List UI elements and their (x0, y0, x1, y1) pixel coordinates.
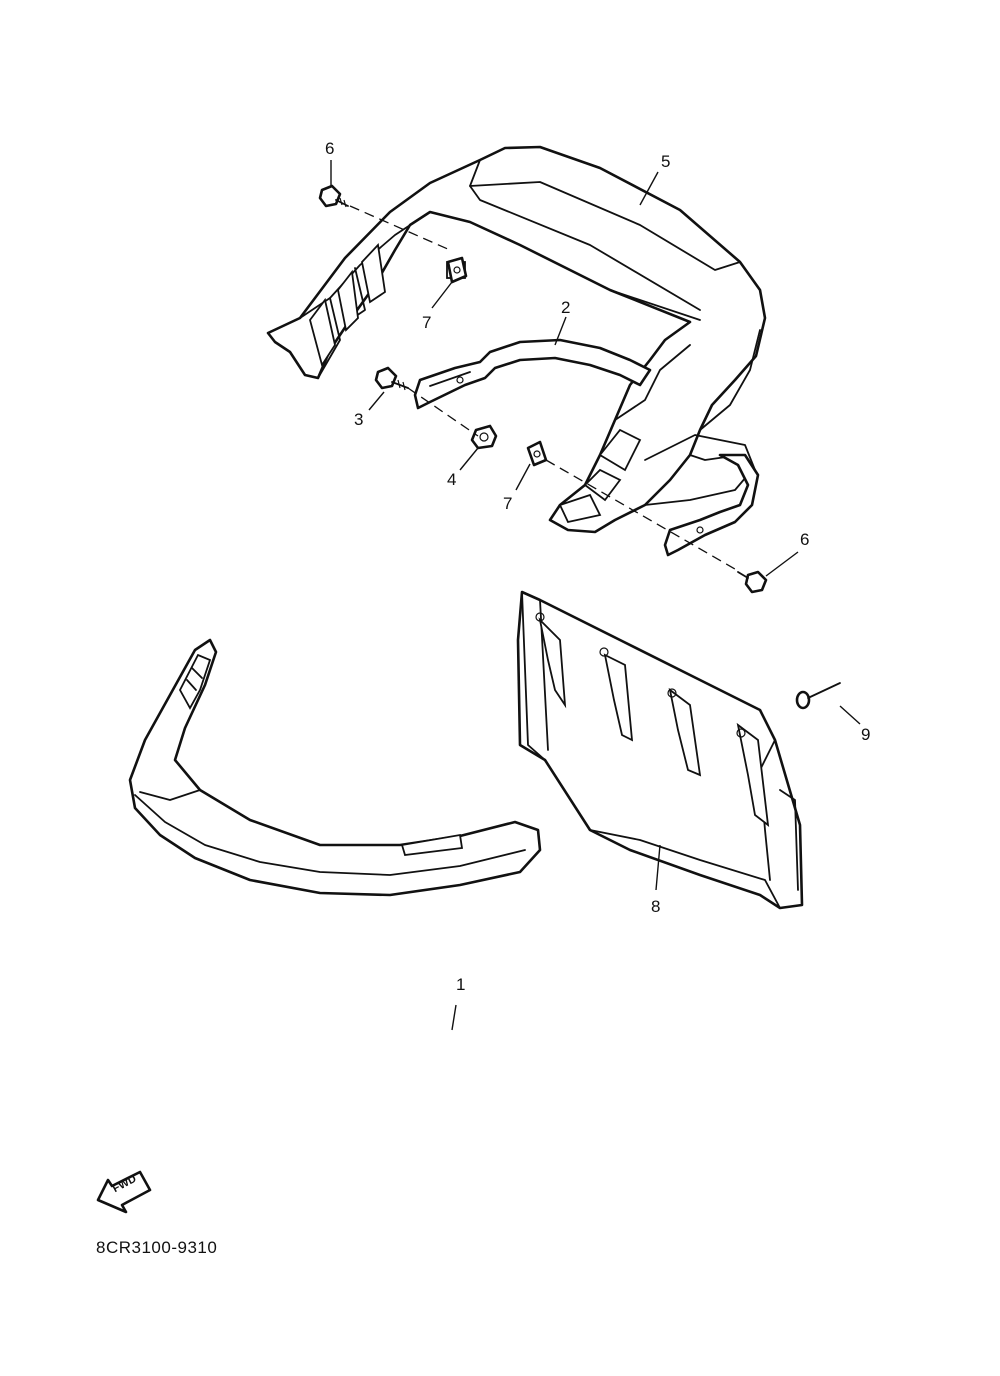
drawing-code: 8CR3100-9310 (96, 1238, 218, 1257)
callout-5: 5 (661, 152, 671, 171)
part-6-bolt-upper (318, 184, 349, 208)
part-3-bolt (374, 366, 409, 391)
callout-6-upper: 6 (325, 139, 335, 158)
part-1-front-bumper (128, 638, 542, 897)
callout-7-lower: 7 (503, 494, 513, 513)
part-9-rivet (795, 682, 841, 710)
assembly-lines (349, 205, 741, 573)
part-2-bracket (413, 338, 760, 557)
callout-9: 9 (861, 725, 871, 744)
part-5-rear-carrier (266, 145, 767, 534)
callout-1: 1 (456, 975, 466, 994)
part-7-clip-upper (446, 256, 468, 284)
part-6-bolt-lower (737, 570, 768, 594)
part-7-clip-lower (526, 440, 548, 467)
callout-6-lower: 6 (800, 530, 810, 549)
part-8-flap (516, 590, 804, 910)
callout-7-upper: 7 (422, 313, 432, 332)
callout-3: 3 (354, 410, 364, 429)
forward-arrow-icon (96, 1170, 152, 1214)
callout-8: 8 (651, 897, 661, 916)
callout-4: 4 (447, 470, 457, 489)
part-4-nut (470, 424, 498, 450)
callout-leaders (330, 160, 861, 1031)
callout-2: 2 (561, 298, 571, 317)
